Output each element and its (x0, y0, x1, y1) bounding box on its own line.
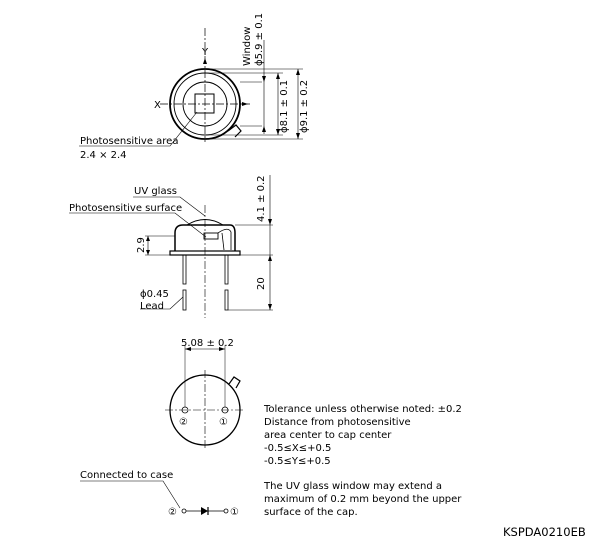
pin2-label: ② (179, 417, 188, 428)
inner-dia-dim: ϕ8.1 ± 0.1 (279, 80, 290, 133)
axis-x-label: X (154, 100, 161, 111)
bottom-view (165, 345, 245, 450)
height-cap-dim: 2.9 (136, 237, 147, 253)
uv-glass-label: UV glass (134, 186, 177, 197)
note-uv-2: maximum of 0.2 mm beyond the upper (264, 494, 462, 505)
photosensitive-area-value: 2.4 × 2.4 (80, 150, 127, 161)
note-uv-3: surface of the cap. (264, 507, 358, 518)
top-view (79, 28, 303, 147)
pin-pitch-dim: 5.08 ± 0.2 (181, 338, 234, 349)
side-view (69, 175, 273, 318)
drawing-code: KSPDA0210EB (503, 525, 586, 539)
window-label: Window (242, 27, 253, 66)
note-uv-1: The UV glass window may extend a (264, 481, 443, 492)
note-distance-1: Distance from photosensitive (264, 417, 411, 428)
note-distance-2: area center to cap center (264, 430, 392, 441)
photosensitive-surface-label: Photosensitive surface (69, 203, 182, 214)
schematic-pin2: ② (168, 507, 177, 518)
pin1-label: ① (219, 417, 228, 428)
outer-dia-dim: ϕ9.1 ± 0.2 (299, 80, 310, 133)
photosensitive-area-label: Photosensitive area (80, 136, 178, 147)
lead-length-dim: 20 (256, 277, 267, 290)
window-dim: ϕ5.9 ± 0.1 (254, 13, 265, 66)
axis-y-label: Y (201, 47, 209, 58)
schematic-pin1: ① (230, 507, 239, 518)
lead-dia-dim: ϕ0.45 (140, 289, 169, 300)
schematic (80, 480, 229, 515)
note-y-range: -0.5≤Y≤+0.5 (264, 456, 331, 467)
connected-to-case-label: Connected to case (80, 470, 173, 481)
lead-label: Lead (140, 301, 164, 312)
note-tolerance: Tolerance unless otherwise noted: ±0.2 (264, 404, 462, 415)
note-x-range: -0.5≤X≤+0.5 (264, 443, 332, 454)
height-total-dim: 4.1 ± 0.2 (256, 175, 267, 222)
